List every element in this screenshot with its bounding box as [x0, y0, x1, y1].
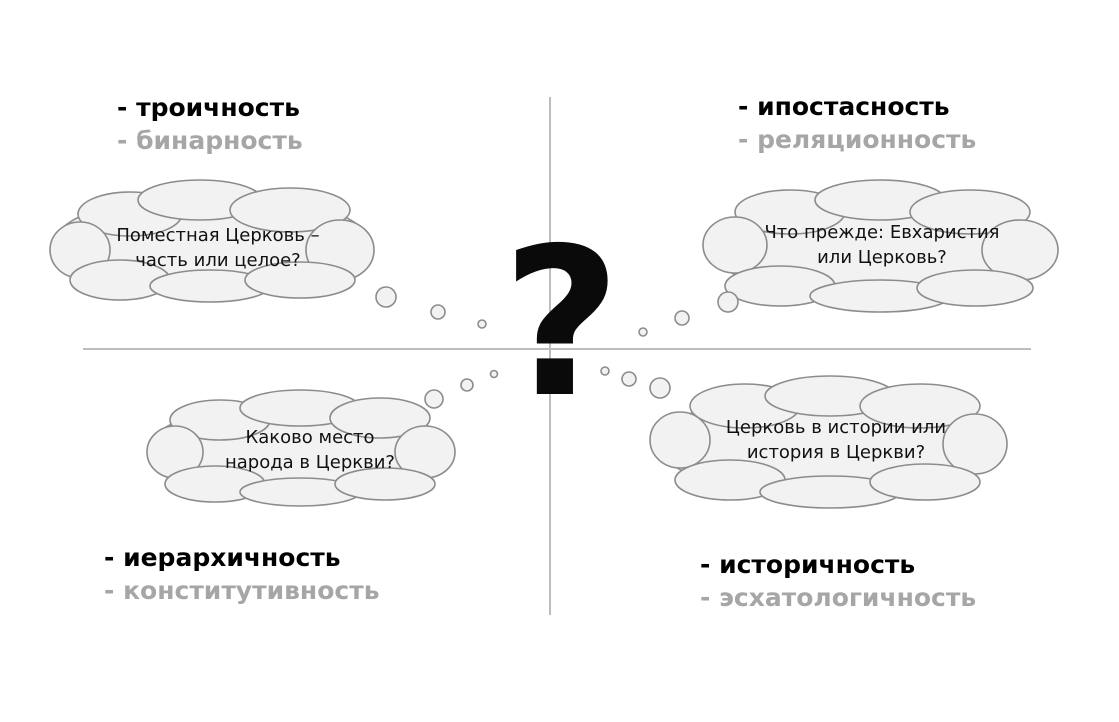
cloud-line: история в Церкви?	[746, 442, 926, 463]
cloud-text-bottom-left: Каково место народа в Церкви?	[195, 425, 425, 475]
thought-cloud-bottom-right	[649, 375, 1008, 509]
cloud-line: Что прежде: Евхаристия	[764, 222, 1000, 243]
thought-cloud-top-right	[702, 179, 1059, 313]
thought-bubble	[674, 310, 690, 326]
cloud-text-bottom-right: Церковь в истории или история в Церкви?	[686, 415, 986, 465]
cloud-line: или Церковь?	[817, 247, 947, 268]
thought-bubble	[489, 369, 499, 379]
term-secondary: - эсхатологичность	[700, 583, 977, 612]
cloud-line: Поместная Церковь –	[116, 225, 320, 246]
cloud-line: Каково место	[245, 427, 375, 448]
thought-bubble	[638, 327, 648, 337]
term-secondary: - конститутивность	[104, 576, 380, 605]
cloud-text-top-left: Поместная Церковь – часть или целое?	[98, 223, 338, 273]
quadrant-top-right-terms: - ипостасность - реляционность	[738, 90, 976, 156]
thought-bubble	[600, 366, 610, 376]
thought-bubble	[621, 371, 637, 387]
cloud-line: Церковь в истории или	[725, 417, 947, 438]
term-secondary: - бинарность	[117, 126, 303, 155]
term-primary: - троичность	[117, 93, 300, 122]
thought-cloud-bottom-left	[146, 389, 456, 507]
question-mark-symbol: ?	[502, 205, 621, 443]
thought-bubble	[460, 378, 474, 392]
thought-bubble	[477, 319, 487, 329]
thought-bubble	[375, 286, 397, 308]
thought-cloud-top-left	[49, 179, 375, 303]
horizontal-axis	[83, 348, 1031, 350]
term-secondary: - реляционность	[738, 125, 977, 154]
term-primary: - ипостасность	[738, 92, 950, 121]
thought-bubble	[430, 304, 446, 320]
thought-bubble	[424, 389, 444, 409]
cloud-line: народа в Церкви?	[225, 452, 395, 473]
quadrant-bottom-left-terms: - иерархичность - конститутивность	[104, 541, 380, 607]
quadrant-top-left-terms: - троичность - бинарность	[117, 91, 303, 157]
term-primary: - иерархичность	[104, 543, 341, 572]
thought-bubble	[649, 377, 671, 399]
term-primary: - историчность	[700, 550, 916, 579]
quadrant-bottom-right-terms: - историчность - эсхатологичность	[700, 548, 976, 614]
cloud-text-top-right: Что прежде: Евхаристия или Церковь?	[742, 220, 1022, 270]
vertical-axis	[549, 97, 551, 615]
thought-bubble	[717, 291, 739, 313]
cloud-line: часть или целое?	[135, 250, 301, 271]
